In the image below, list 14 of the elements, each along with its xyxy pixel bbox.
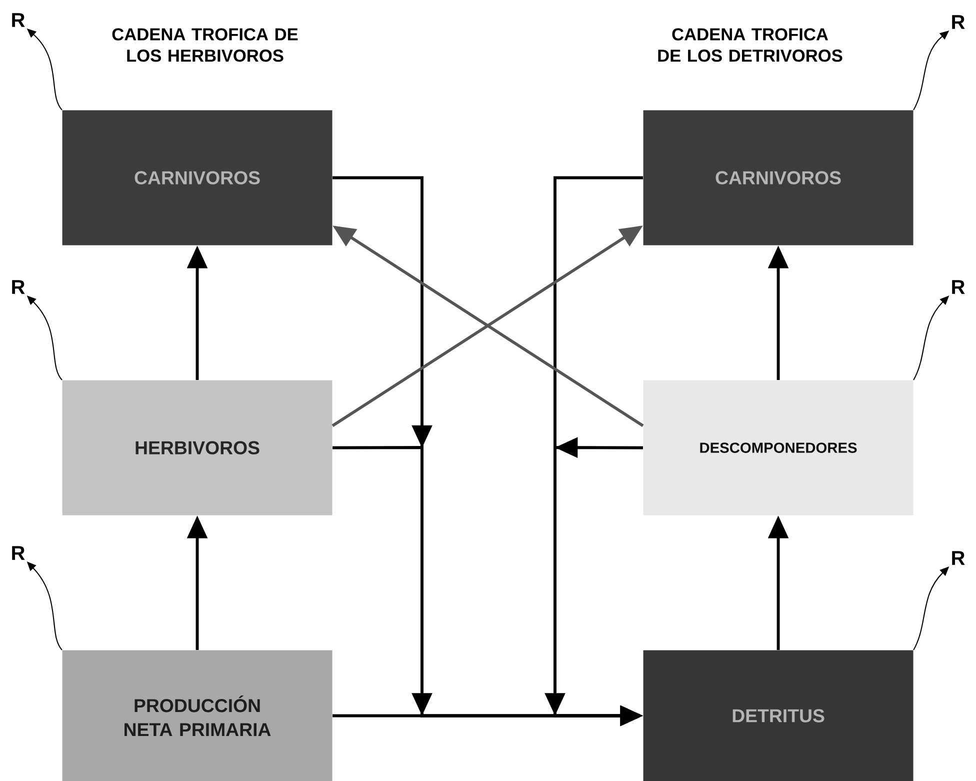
respiration-label: R xyxy=(12,13,25,27)
respiration-label: R xyxy=(952,280,965,294)
respiration-label: R xyxy=(12,546,25,560)
process-box: DESCOMPONEDORES xyxy=(643,380,914,516)
process-box: PRODUCCIÓN NETA PRIMARIA xyxy=(62,650,332,781)
process-box: CARNIVOROS xyxy=(62,110,332,246)
column-heading: CADENA TROFICA DE LOS HERBIVOROS xyxy=(112,28,298,62)
process-box: CARNIVOROS xyxy=(643,110,914,246)
respiration-label: R xyxy=(12,280,25,294)
process-box: HERBIVOROS xyxy=(62,380,332,516)
process-box: DETRITUS xyxy=(643,650,914,781)
respiration-label: R xyxy=(952,551,965,565)
column-heading: CADENA TROFICA DE LOS DETRIVOROS xyxy=(658,28,842,62)
respiration-label: R xyxy=(952,15,965,29)
